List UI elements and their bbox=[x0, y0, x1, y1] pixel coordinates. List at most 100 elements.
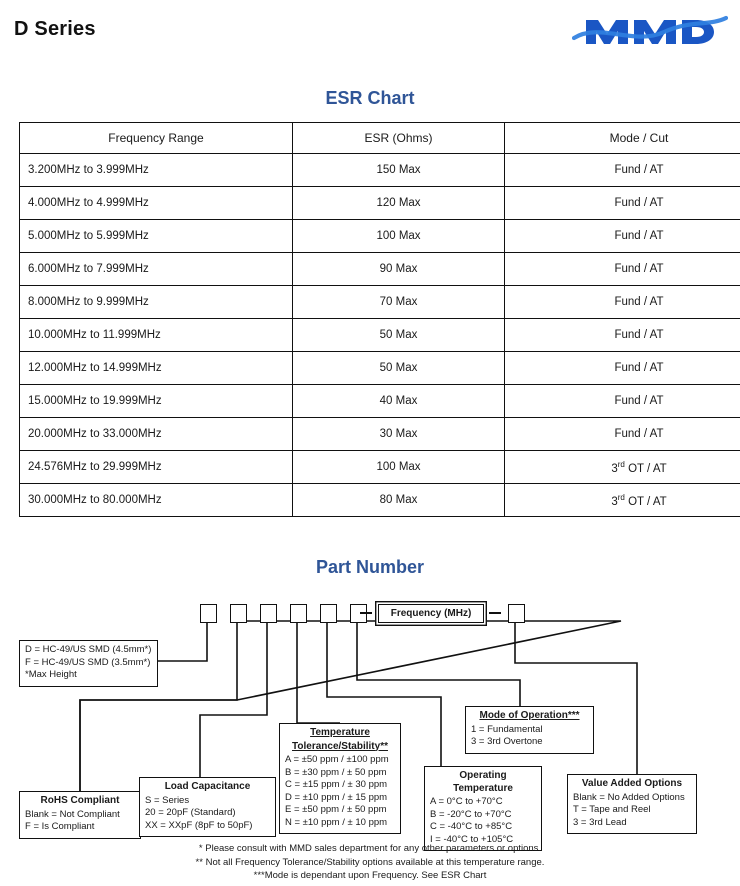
cell-frequency-range: 8.000MHz to 9.999MHz bbox=[19, 285, 293, 319]
cell-esr-ohms: 40 Max bbox=[292, 384, 505, 418]
column-header-mode-cut: Mode / Cut bbox=[504, 122, 740, 154]
value-added-options-item-1: T = Tape and Reel bbox=[573, 804, 651, 815]
footnote-1: * Please consult with MMD sales departme… bbox=[198, 843, 542, 854]
cell-esr-ohms: 80 Max bbox=[292, 483, 505, 517]
temperature-tolerance-item-5: N = ±10 ppm / ± 10 ppm bbox=[285, 816, 388, 828]
cell-esr-ohms: 50 Max bbox=[292, 351, 505, 385]
temperature-tolerance-heading-line2: Tolerance/Stability** bbox=[292, 740, 388, 752]
value-added-options-item-0: Blank = No Added Options bbox=[573, 791, 685, 803]
cell-mode-cut: Fund / AT bbox=[504, 285, 740, 319]
esr-chart-title: ESR Chart bbox=[325, 88, 415, 108]
cell-esr-ohms: 70 Max bbox=[292, 285, 505, 319]
cell-esr-ohms: 30 Max bbox=[292, 417, 505, 451]
temperature-tolerance-heading-line1: Temperature bbox=[310, 727, 370, 738]
rohs-item-1: F = Is Compliant bbox=[25, 821, 95, 832]
pn-position-box-3[interactable] bbox=[260, 604, 277, 623]
callout-rohs: RoHS Compliant Blank = Not Compliant F =… bbox=[19, 791, 141, 839]
pn-position-box-5[interactable] bbox=[320, 604, 337, 623]
cell-frequency-range: 5.000MHz to 5.999MHz bbox=[19, 219, 293, 253]
mode-of-operation-item-1: 3 = 3rd Overtone bbox=[471, 736, 543, 747]
callout-value-added-options: Value Added Options Blank = No Added Opt… bbox=[567, 774, 697, 834]
load-capacitance-item-2: XX = XXpF (8pF to 50pF) bbox=[145, 819, 253, 831]
pn-position-box-2[interactable] bbox=[230, 604, 247, 623]
callout-operating-temperature: Operating Temperature A = 0°C to +70°C B… bbox=[424, 766, 542, 851]
mmd-logo-icon bbox=[571, 15, 729, 44]
cell-esr-ohms: 90 Max bbox=[292, 252, 505, 286]
footnote-2: ** Not all Frequency Tolerance/Stability… bbox=[195, 856, 545, 868]
table-header-row: Frequency Range ESR (Ohms) Mode / Cut bbox=[19, 122, 740, 154]
cell-frequency-range: 20.000MHz to 33.000MHz bbox=[19, 417, 293, 451]
cell-mode-cut: Fund / AT bbox=[504, 219, 740, 253]
mode-of-operation-item-0: 1 = Fundamental bbox=[471, 723, 543, 735]
callout-load-capacitance: Load Capacitance S = Series 20 = 20pF (S… bbox=[139, 777, 276, 837]
operating-temperature-heading: Operating Temperature bbox=[453, 770, 513, 794]
cell-esr-ohms: 50 Max bbox=[292, 318, 505, 352]
cell-frequency-range: 4.000MHz to 4.999MHz bbox=[19, 186, 293, 220]
cell-mode-cut: Fund / AT bbox=[504, 186, 740, 220]
pn-separator-dash-1 bbox=[360, 612, 372, 614]
footnote-3: ***Mode is dependant upon Frequency. See… bbox=[253, 870, 487, 881]
pn-position-box-1[interactable] bbox=[200, 604, 217, 623]
cell-mode-cut: Fund / AT bbox=[504, 417, 740, 451]
package-item-1: F = HC-49/US SMD (3.5mm*) bbox=[25, 656, 151, 668]
temperature-tolerance-item-4: E = ±50 ppm / ± 50 ppm bbox=[285, 804, 387, 815]
cell-esr-ohms: 150 Max bbox=[292, 153, 505, 187]
rohs-heading: RoHS Compliant bbox=[40, 795, 120, 806]
cell-mode-cut: 3rd OT / AT bbox=[504, 483, 740, 517]
callout-mode-of-operation: Mode of Operation*** 1 = Fundamental 3 =… bbox=[465, 706, 594, 754]
esr-table-header: Frequency Range ESR (Ohms) Mode / Cut bbox=[19, 122, 740, 154]
load-capacitance-heading: Load Capacitance bbox=[164, 781, 251, 792]
callout-package: D = HC-49/US SMD (4.5mm*) F = HC-49/US S… bbox=[19, 640, 158, 687]
temperature-tolerance-item-2: C = ±15 ppm / ± 30 ppm bbox=[285, 779, 388, 790]
pn-position-box-4[interactable] bbox=[290, 604, 307, 623]
pn-separator-dash-2 bbox=[489, 612, 501, 614]
operating-temperature-item-0: A = 0°C to +70°C bbox=[430, 796, 503, 807]
load-capacitance-item-1: 20 = 20pF (Standard) bbox=[145, 807, 236, 818]
cell-frequency-range: 15.000MHz to 19.999MHz bbox=[19, 384, 293, 418]
package-item-2: *Max Height bbox=[25, 669, 77, 680]
cell-mode-cut: Fund / AT bbox=[504, 153, 740, 187]
cell-mode-cut: 3rd OT / AT bbox=[504, 450, 740, 484]
value-added-options-item-2: 3 = 3rd Lead bbox=[573, 816, 627, 828]
column-header-esr-ohms: ESR (Ohms) bbox=[292, 122, 505, 154]
pn-position-box-7[interactable] bbox=[508, 604, 525, 623]
rohs-item-0: Blank = Not Compliant bbox=[25, 808, 120, 820]
footnotes: * Please consult with MMD sales departme… bbox=[0, 842, 740, 883]
esr-chart-table: Frequency Range ESR (Ohms) Mode / Cut 3.… bbox=[19, 122, 740, 517]
cell-frequency-range: 6.000MHz to 7.999MHz bbox=[19, 252, 293, 286]
cell-mode-cut: Fund / AT bbox=[504, 318, 740, 352]
value-added-options-heading: Value Added Options bbox=[581, 778, 683, 789]
mmd-logo bbox=[571, 12, 729, 52]
cell-esr-ohms: 100 Max bbox=[292, 219, 505, 253]
temperature-tolerance-item-3: D = ±10 ppm / ± 15 ppm bbox=[285, 791, 388, 803]
mode-of-operation-heading: Mode of Operation*** bbox=[479, 710, 580, 721]
part-number-title: Part Number bbox=[315, 557, 425, 577]
cell-frequency-range: 3.200MHz to 3.999MHz bbox=[19, 153, 293, 187]
column-header-frequency-range: Frequency Range bbox=[19, 122, 293, 154]
cell-frequency-range: 30.000MHz to 80.000MHz bbox=[19, 483, 293, 517]
temperature-tolerance-item-1: B = ±30 ppm / ± 50 ppm bbox=[285, 766, 387, 778]
temperature-tolerance-item-0: A = ±50 ppm / ±100 ppm bbox=[285, 754, 389, 765]
cell-mode-cut: Fund / AT bbox=[504, 384, 740, 418]
load-capacitance-item-0: S = Series bbox=[145, 794, 190, 806]
cell-mode-cut: Fund / AT bbox=[504, 351, 740, 385]
pn-frequency-box[interactable]: Frequency (MHz) bbox=[378, 604, 484, 623]
cell-frequency-range: 10.000MHz to 11.999MHz bbox=[19, 318, 293, 352]
cell-esr-ohms: 120 Max bbox=[292, 186, 505, 220]
cell-frequency-range: 12.000MHz to 14.999MHz bbox=[19, 351, 293, 385]
operating-temperature-item-2: C = -40°C to +85°C bbox=[430, 821, 513, 832]
cell-mode-cut: Fund / AT bbox=[504, 252, 740, 286]
cell-frequency-range: 24.576MHz to 29.999MHz bbox=[19, 450, 293, 484]
